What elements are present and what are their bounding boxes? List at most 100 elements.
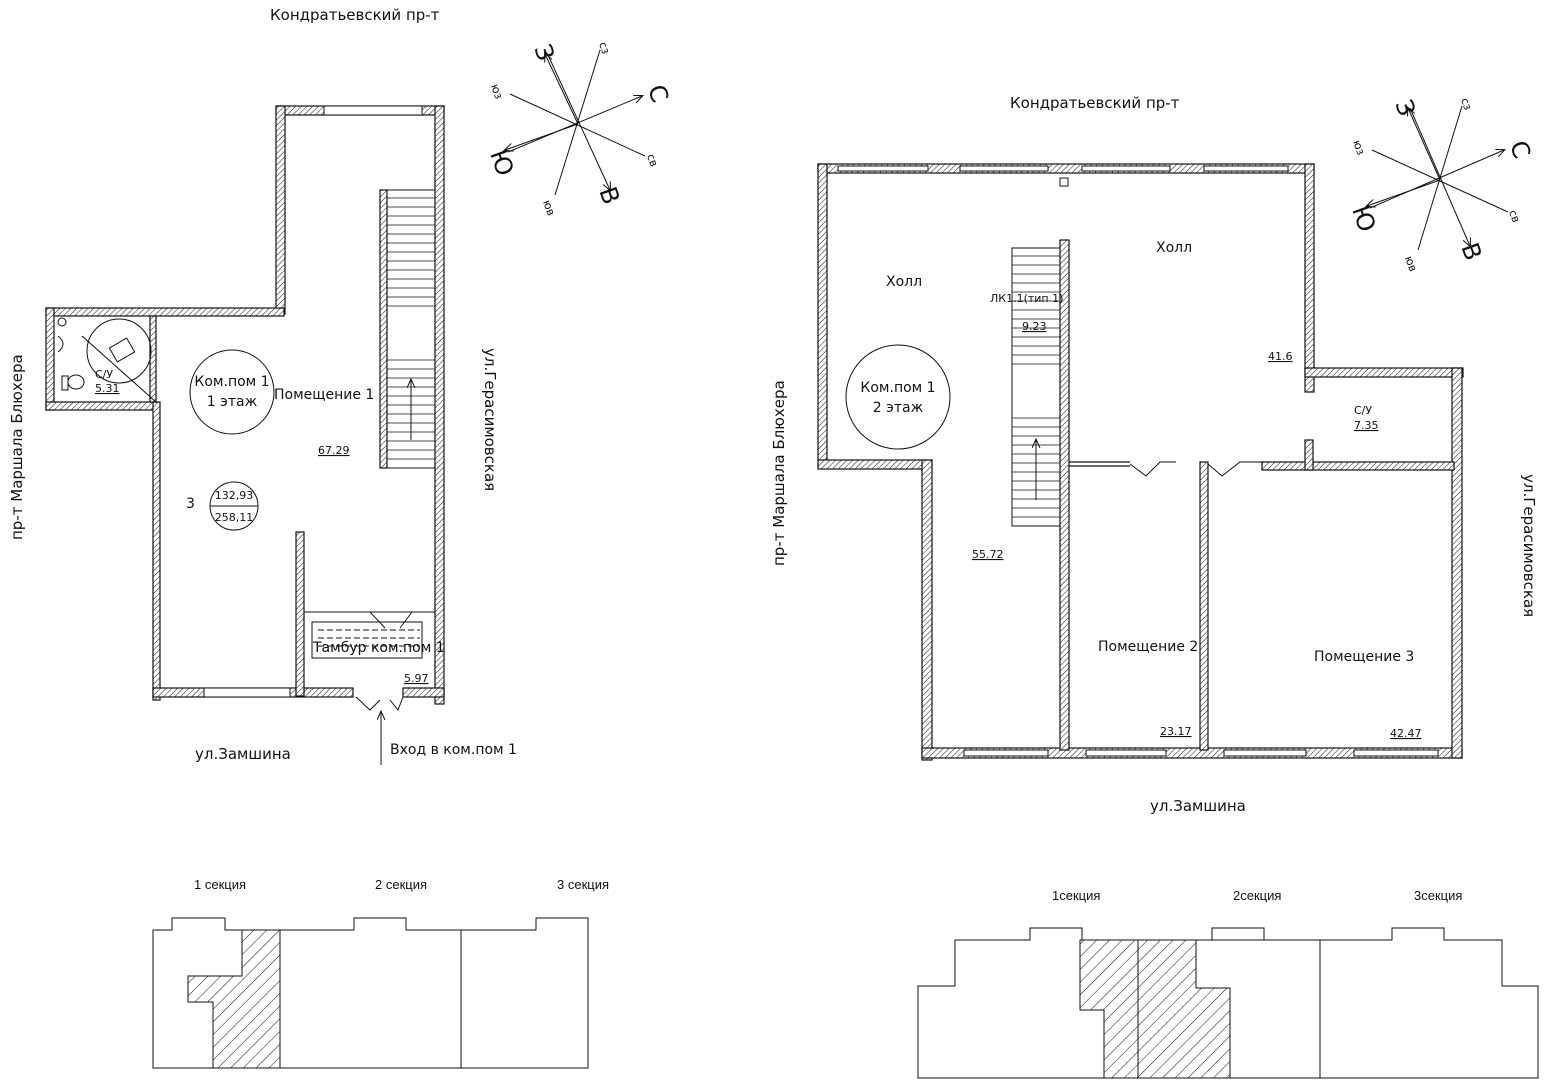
floor1-total-bottom: 258,11	[215, 511, 254, 524]
right-street-left: пр-т Маршала Блюхера	[770, 380, 788, 566]
compass-right-south: Ю	[1346, 202, 1381, 236]
right-section-3: 3секция	[1414, 888, 1462, 903]
window	[1081, 165, 1171, 172]
right-street-top: Кондратьевский пр-т	[1010, 94, 1180, 112]
wall	[1304, 163, 1315, 393]
right-section-1: 1секция	[1052, 888, 1100, 903]
wall	[1304, 367, 1464, 378]
compass-left-west: З	[528, 40, 560, 64]
staircase-floor2	[1011, 247, 1061, 527]
floor2-stair-area: 9.23	[1022, 320, 1047, 333]
wall	[1059, 239, 1070, 751]
compass-right-north: С	[1504, 137, 1536, 162]
compass-right-sw: юз	[1350, 138, 1367, 157]
floor1-total-index: 3	[186, 496, 195, 512]
floor2-room2-area: 23.17	[1160, 725, 1192, 738]
premise-badge	[189, 349, 275, 435]
compass-right	[1367, 105, 1509, 251]
window	[963, 749, 1049, 757]
compass-right-west: З	[1389, 96, 1421, 120]
floor2-wc-label: С/У	[1354, 404, 1372, 417]
floor1-room-main-area: 67.29	[318, 444, 350, 457]
right-street-bottom: ул.Замшина	[1150, 797, 1246, 815]
window	[203, 687, 291, 698]
floor2-room3-area: 42.47	[1390, 727, 1422, 740]
wc-fixtures	[57, 317, 157, 403]
wall	[817, 459, 933, 470]
wall	[295, 531, 305, 697]
wall	[45, 307, 55, 411]
section-scheme-right	[917, 927, 1539, 1079]
floor2-room3: Помещение 3	[1314, 649, 1414, 665]
compass-left-north: С	[642, 81, 674, 106]
wall	[152, 401, 161, 701]
wall	[1199, 461, 1209, 751]
compass-right-nw: сз	[1458, 96, 1474, 112]
floor1-badge-line1: Ком.пом 1	[194, 374, 269, 390]
compass-right-east: В	[1455, 239, 1487, 264]
floor1-vestibule-area: 5.97	[404, 672, 429, 685]
floor2-hall-right: Холл	[1156, 240, 1192, 256]
left-street-right: ул.Герасимовская	[481, 348, 499, 491]
window	[1353, 749, 1439, 757]
floor2-wc-area: 7.35	[1354, 419, 1379, 432]
wall	[275, 105, 286, 315]
wall	[402, 687, 445, 698]
wall	[817, 163, 828, 469]
column	[1059, 177, 1069, 187]
section-scheme-left	[152, 917, 589, 1069]
window	[837, 165, 929, 172]
right-street-right: ул.Герасимовская	[1520, 474, 1538, 617]
floor2-plan	[817, 163, 1464, 761]
window	[1223, 749, 1307, 757]
wall	[1261, 461, 1455, 471]
floor1-wc-label: С/У	[95, 368, 113, 381]
floor1-vestibule: Тамбур ком.пом 1	[312, 640, 445, 656]
vestibule-mat	[304, 611, 435, 659]
compass-left-ne: св	[644, 152, 661, 168]
left-street-top: Кондратьевский пр-т	[270, 6, 440, 24]
floor1-room-main: Помещение 1	[274, 387, 374, 403]
floor2-stair: ЛК1.1(тип 1)	[990, 292, 1063, 305]
wall	[921, 459, 933, 761]
compass-left-nw: сз	[596, 40, 612, 56]
floor1-badge-line2: 1 этаж	[207, 394, 258, 410]
window	[1085, 749, 1167, 757]
wall	[379, 189, 388, 469]
floor1-plan	[45, 105, 445, 765]
left-street-left: пр-т Маршала Блюхера	[8, 354, 26, 540]
window	[1203, 165, 1289, 172]
left-section-2: 2 секция	[375, 877, 427, 892]
compass-left-sw: юз	[488, 82, 505, 101]
right-section-2: 2секция	[1233, 888, 1281, 903]
left-street-bottom: ул.Замшина	[195, 745, 291, 763]
left-section-1: 1 секция	[194, 877, 246, 892]
wall	[1304, 439, 1314, 471]
wall	[45, 307, 285, 317]
floor2-badge-line1: Ком.пом 1	[860, 380, 935, 396]
wall	[45, 401, 157, 411]
floor2-hall-left: Холл	[886, 274, 922, 290]
premise-badge-floor2	[845, 344, 951, 450]
floor2-hall-left-area: 55.72	[972, 548, 1004, 561]
wall	[1451, 367, 1463, 759]
compass-left	[505, 49, 646, 196]
compass-right-se: юв	[1402, 254, 1420, 273]
staircase	[386, 189, 436, 469]
entrance-door	[355, 696, 404, 711]
floor2-room2: Помещение 2	[1098, 639, 1198, 655]
window	[959, 165, 1049, 172]
compass-right-ne: св	[1506, 208, 1523, 224]
compass-left-south: Ю	[484, 146, 519, 180]
wall	[434, 105, 445, 705]
left-section-3: 3 секция	[557, 877, 609, 892]
floor1-entrance: Вход в ком.пом 1	[390, 742, 517, 758]
floor1-wc-area: 5.31	[95, 382, 120, 395]
floor2-hall-right-area: 41.6	[1268, 350, 1293, 363]
compass-left-se: юв	[540, 198, 558, 217]
compass-left-east: В	[593, 183, 625, 208]
floor2-badge-line2: 2 этаж	[873, 400, 924, 416]
window	[323, 105, 423, 116]
wall	[149, 315, 157, 403]
